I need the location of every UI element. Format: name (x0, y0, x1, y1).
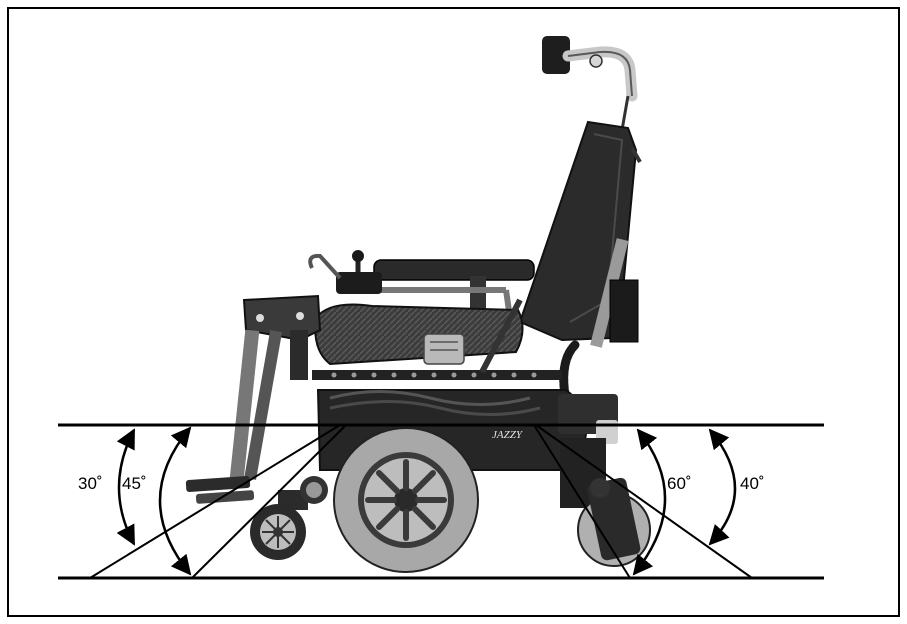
seat-frame (312, 298, 562, 380)
rear-45-arc (158, 426, 192, 576)
seat-cushion (314, 303, 524, 366)
rear-30-arc (116, 428, 136, 546)
legrest (185, 294, 322, 504)
recline-actuator (559, 238, 639, 400)
front-slope-60-line (533, 424, 631, 579)
angle-label-60: 60˚ (667, 474, 692, 493)
main-drive-wheel (333, 427, 479, 573)
angle-label-45: 45˚ (122, 474, 147, 493)
power-wheelchair-illustration: JAZZY (185, 36, 651, 573)
rear-caster-wheel (250, 476, 328, 560)
model-badge: JAZZY (492, 429, 524, 441)
angle-label-40: 40˚ (740, 474, 765, 493)
rear-slope-45-line (191, 424, 347, 579)
angle-diagram: 30˚ 45˚ 60˚ 40˚ (58, 423, 824, 580)
joystick-controller (308, 250, 382, 294)
headrest (542, 36, 638, 131)
front-40-arc (708, 428, 737, 546)
armrest (373, 259, 535, 348)
angle-label-30: 30˚ (78, 474, 103, 493)
front-60-arc (632, 428, 667, 576)
rear-slope-30-line (89, 424, 341, 579)
front-caster-wheel (560, 438, 651, 567)
